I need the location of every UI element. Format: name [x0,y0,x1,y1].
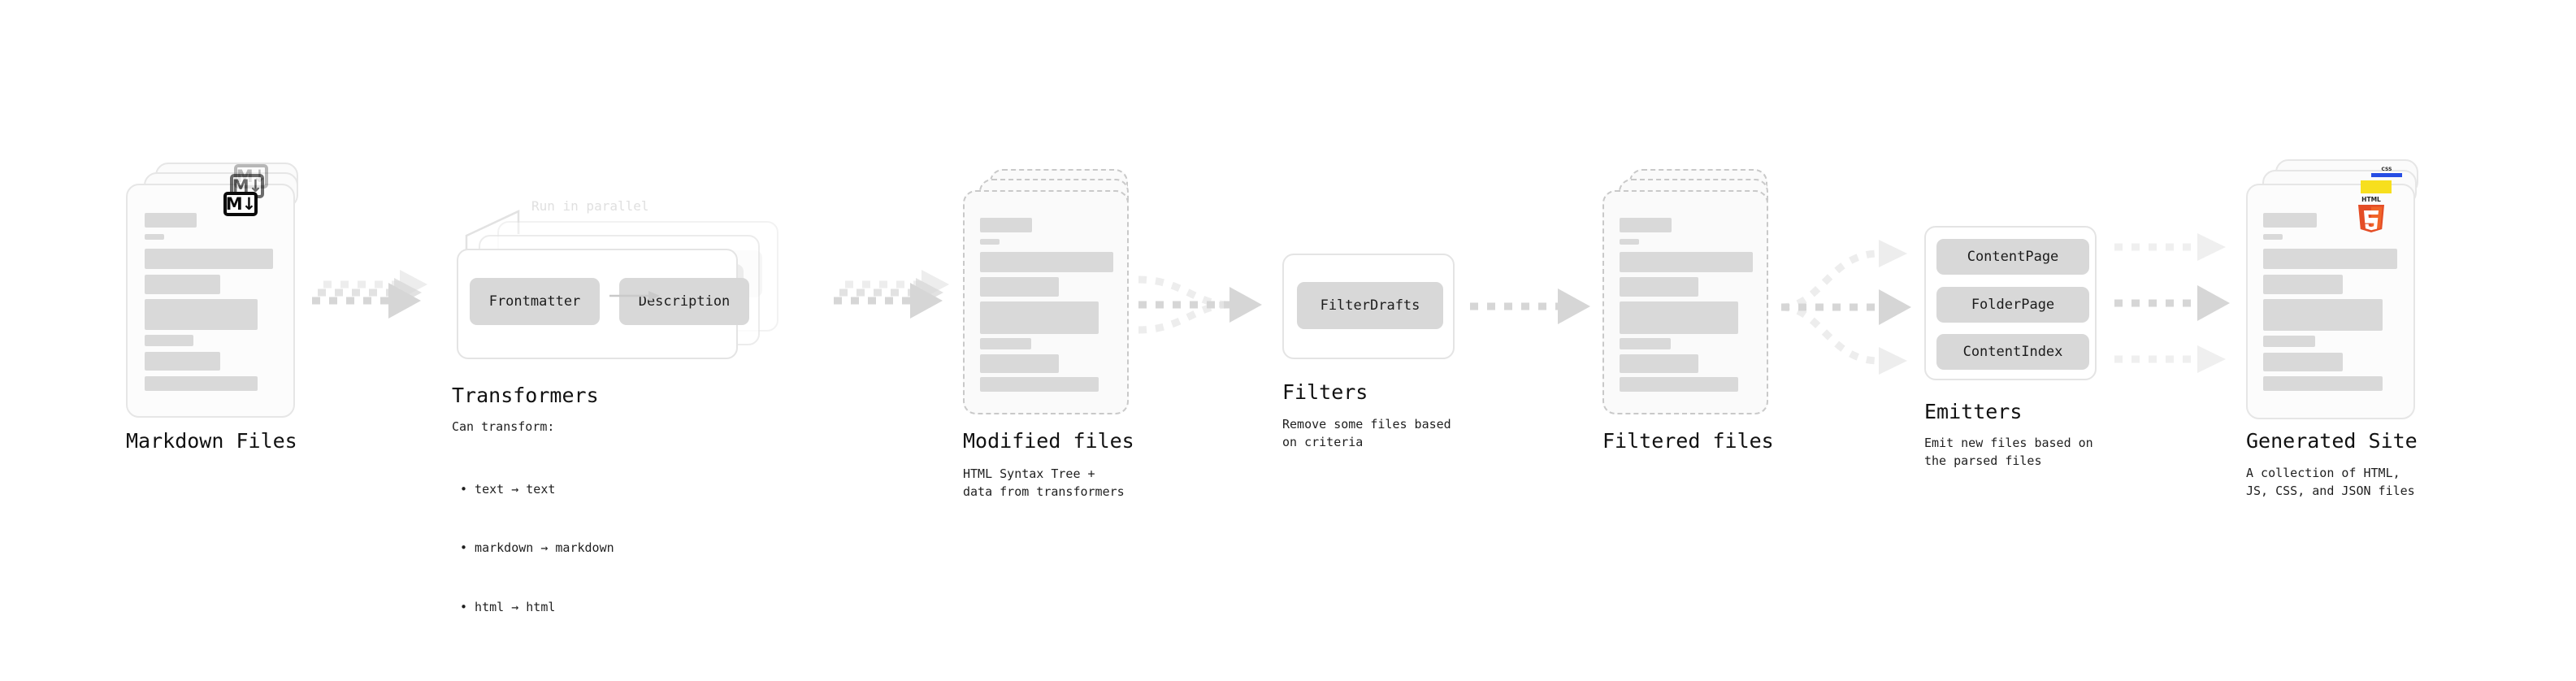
content-bar [145,275,220,294]
connector-modified-to-filters [1138,275,1262,334]
html5-icon-label: HTML [2361,196,2381,203]
transformers-desc-heading: Can transform: [452,419,555,434]
content-bar [145,249,273,269]
filter-chip-filterdrafts[interactable]: FilterDrafts [1297,282,1443,329]
transformers-bullet: • html → html [460,600,556,615]
content-bar [145,352,220,371]
transformer-card-front: Frontmatter Description [457,249,749,359]
content-bar [145,335,193,346]
connector-emitters-to-site [2114,233,2230,373]
css-icon-bar [2371,173,2402,177]
connector-filters-to-filtered [1470,288,1590,324]
content-bar [2263,299,2383,331]
file-card-front [963,190,1129,414]
filters-box: FilterDrafts [1282,254,1455,359]
content-bar [2263,249,2397,269]
connector-filtered-to-emitters [1780,240,1911,375]
content-bar [980,218,1032,232]
content-bar [145,376,258,391]
content-bar [2263,234,2283,240]
content-bar [2263,376,2383,391]
file-card-front [1602,190,1768,414]
modified-files-title: Modified files [963,429,1134,453]
transformer-chip-frontmatter[interactable]: Frontmatter [470,278,600,325]
js-icon [2361,180,2392,193]
file-card-front [2246,184,2415,419]
emitters-box: ContentPage FolderPage ContentIndex [1924,226,2097,380]
generated-site-desc: A collection of HTML, JS, CSS, and JSON … [2246,466,2415,498]
css-icon: CSS [2371,166,2402,177]
emitter-chip-contentpage[interactable]: ContentPage [1936,239,2089,275]
run-in-parallel-bracket [465,210,520,258]
content-bar [980,239,1000,245]
transformer-chip-description[interactable]: Description [619,278,749,325]
filtered-files-title: Filtered files [1602,429,1774,453]
transformers-stack: Run in parallel Frontmatter Description [452,198,826,366]
content-bar [2263,353,2343,371]
content-bar [980,354,1059,373]
generated-site-stack: CSS HTML [2246,159,2433,427]
emitters-desc: Emit new files based on the parsed files [1924,436,2093,468]
content-bar [1620,239,1639,245]
content-bar [2263,275,2343,294]
content-bar [1620,377,1738,392]
content-bar [980,338,1031,349]
content-bar [980,377,1099,392]
filters-desc: Remove some files based on criteria [1282,417,1451,449]
content-bar [980,252,1113,272]
content-bar [980,301,1099,334]
transformers-title: Transformers [452,384,599,407]
css-icon-label: CSS [2381,167,2392,172]
emitter-chip-contentindex[interactable]: ContentIndex [1936,334,2089,370]
content-bar [1620,354,1698,373]
modified-files-stack [963,169,1142,429]
content-bar [980,277,1059,297]
emitter-chip-folderpage[interactable]: FolderPage [1936,287,2089,323]
generated-site-title: Generated Site [2246,429,2418,453]
connector-md-to-transformers [312,270,427,319]
filters-title: Filters [1282,380,1368,404]
run-in-parallel-label: Run in parallel [531,198,649,214]
modified-files-desc: HTML Syntax Tree + data from transformer… [963,466,1125,499]
content-bar [1620,338,1671,349]
filtered-files-stack [1602,169,1781,429]
html5-icon: HTML [2355,195,2387,232]
transformers-bullet: • markdown → markdown [460,540,614,556]
content-bar [1620,277,1698,297]
content-bar [2263,336,2315,347]
markdown-icon: M↓ [223,192,258,216]
content-bar [1620,252,1753,272]
markdown-files-title: Markdown Files [126,429,297,453]
transformers-bullet: • text → text [460,481,556,497]
file-card-front [126,184,295,418]
content-bar [145,299,258,330]
content-bar [2263,213,2317,228]
markdown-files-stack: M↓ M↓ M↓ [126,163,305,423]
chip-link-arrow [609,291,660,301]
connector-transformers-to-modified [834,270,949,319]
transformers-bullets: • text → text • markdown → markdown • ht… [460,440,614,657]
content-bar [1620,218,1672,232]
content-bar [145,213,197,228]
emitters-title: Emitters [1924,400,2023,423]
content-bar [145,234,164,240]
content-bar [1620,301,1738,334]
